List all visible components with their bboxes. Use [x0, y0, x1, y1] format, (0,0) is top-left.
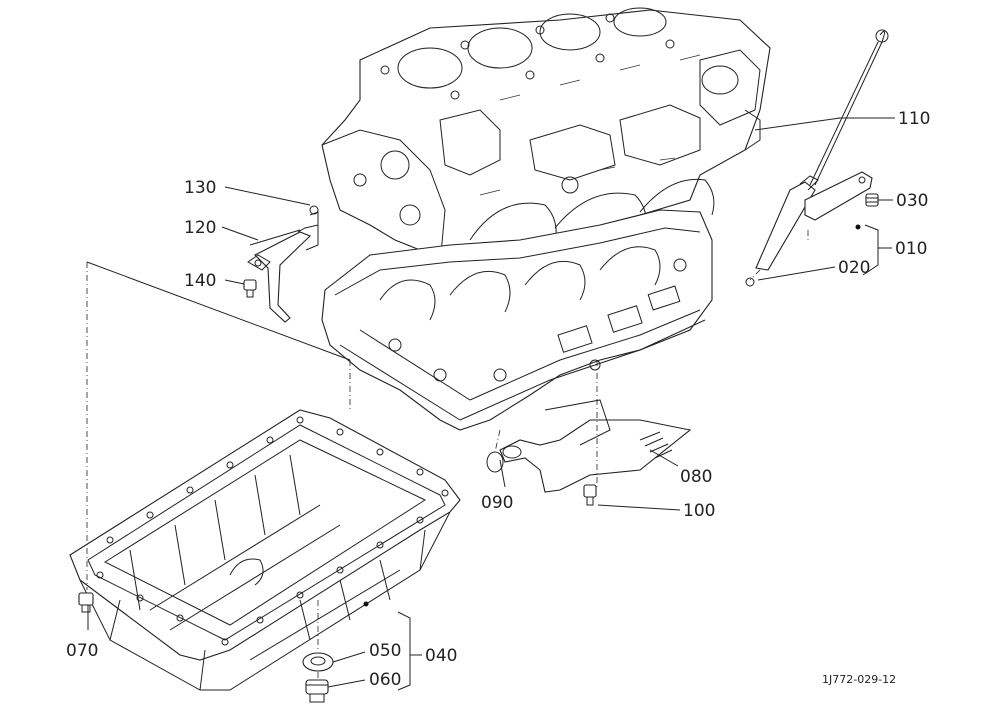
- oil-dipstick: [809, 29, 889, 186]
- label-140: 140: [184, 271, 216, 291]
- label-070: 070: [66, 641, 98, 661]
- reference-code: 1J772-029-12: [822, 673, 896, 686]
- assembly-lines: [86, 229, 809, 680]
- bolt-140: [243, 279, 257, 298]
- label-020: 020: [838, 258, 870, 278]
- cylinder-block: [321, 7, 771, 271]
- bolt-100: [583, 484, 597, 506]
- label-050: 050: [369, 641, 401, 661]
- label-090: 090: [481, 493, 513, 513]
- oil-pipe: [247, 205, 319, 323]
- bolt-070: [78, 592, 94, 613]
- part-labels: 110 030 010 020 130 120 140 080 090 100 …: [66, 109, 930, 690]
- leader-lines: [87, 117, 895, 691]
- label-110: 110: [898, 109, 930, 129]
- label-030: 030: [896, 191, 928, 211]
- label-130: 130: [184, 178, 216, 198]
- lower-crankcase: [321, 209, 713, 431]
- oil-pan: [69, 409, 461, 691]
- label-120: 120: [184, 218, 216, 238]
- drain-plug-060: [305, 679, 329, 703]
- label-010: 010: [895, 239, 927, 259]
- label-040: 040: [425, 646, 457, 666]
- label-100: 100: [683, 501, 715, 521]
- assembly-mark-040: [363, 601, 369, 607]
- bolt-030: [865, 193, 879, 207]
- label-060: 060: [369, 670, 401, 690]
- gasket-050: [302, 652, 334, 672]
- o-ring-020: [745, 277, 755, 287]
- label-080: 080: [680, 467, 712, 487]
- dipstick-guide: [755, 171, 873, 271]
- assembly-mark-010: [855, 224, 861, 230]
- oil-strainer: [499, 399, 692, 493]
